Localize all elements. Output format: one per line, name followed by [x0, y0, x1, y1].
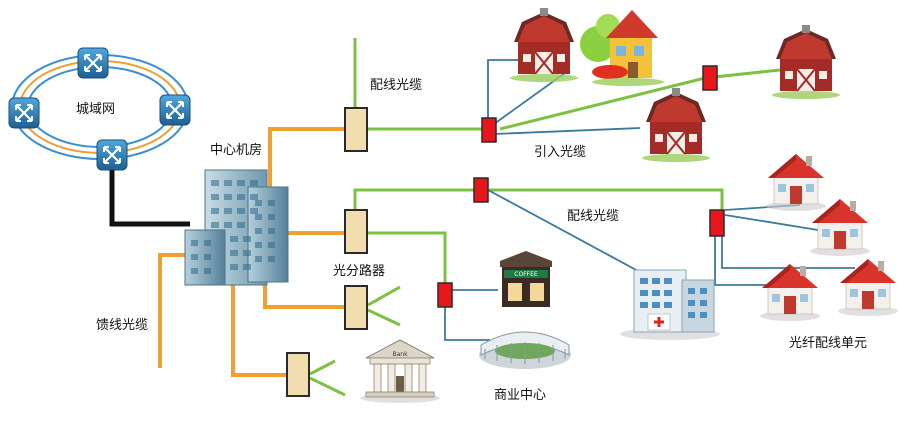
barn-icon	[771, 24, 841, 100]
splitter-label: 光分路器	[333, 264, 386, 279]
terminal-box	[709, 209, 725, 237]
fiber-distribution-unit-label: 光纤配线单元	[789, 336, 868, 351]
router-icon	[76, 46, 110, 80]
house-icon	[759, 263, 821, 322]
router-icon	[95, 138, 129, 172]
splitter-box	[286, 352, 310, 397]
house-icon	[765, 153, 827, 212]
distribution-cable-label-top: 配线光缆	[370, 78, 423, 93]
coffee-sign: COFFEE	[514, 271, 538, 278]
central-office-building	[184, 169, 289, 286]
router-icon	[158, 93, 192, 127]
feeder-cables	[158, 127, 345, 377]
router-icon	[7, 96, 41, 130]
stadium-icon	[479, 331, 571, 369]
terminal-box	[473, 177, 489, 203]
central-office-label: 中心机房	[210, 143, 263, 158]
bank-building-icon: Bank	[360, 339, 440, 403]
metro-network-label: 城域网	[76, 102, 116, 117]
terminal-box	[481, 117, 497, 143]
terminal-box	[702, 65, 718, 91]
bank-sign: Bank	[392, 351, 408, 358]
house-with-tree-icon	[580, 10, 664, 86]
hospital-building-icon	[620, 269, 720, 340]
splitter-box	[344, 285, 368, 330]
backbone-link	[109, 170, 190, 227]
drop-cables	[444, 59, 855, 341]
distribution-cable-label-mid: 配线光缆	[567, 209, 620, 224]
feeder-cable-label: 馈线光缆	[96, 318, 149, 333]
drop-cable-label: 引入光缆	[534, 145, 587, 160]
splitter-box	[344, 107, 368, 152]
commercial-center-label: 商业中心	[494, 388, 547, 403]
coffee-shop-icon: COFFEE	[500, 251, 552, 307]
terminal-box	[437, 282, 453, 308]
barn-icon	[509, 7, 579, 83]
barn-icon	[641, 87, 711, 163]
splitter-box	[344, 209, 368, 254]
